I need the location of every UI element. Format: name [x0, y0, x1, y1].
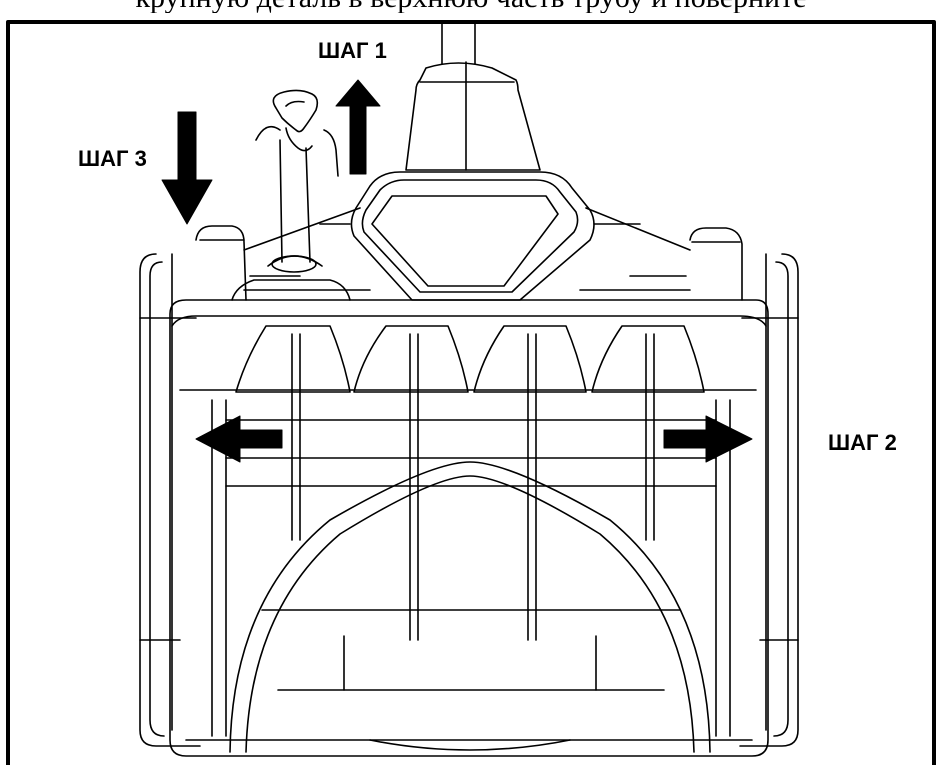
step1-label: ШАГ 1	[318, 38, 387, 63]
step1-arrow-up-icon	[335, 79, 381, 175]
top-hood	[405, 61, 541, 171]
chute-guard	[350, 171, 595, 301]
left-side-panel	[139, 253, 201, 747]
step2-arrow-right-icon	[663, 415, 753, 463]
inner-arch	[229, 461, 711, 753]
step2-arrow-left-icon	[195, 415, 283, 463]
rear-housing	[195, 207, 743, 301]
chute-lever	[231, 89, 351, 301]
right-side-panel	[739, 253, 799, 747]
cropped-header-text: крупную деталь в верхнюю часть трубу и п…	[0, 0, 942, 13]
auger-paddles	[235, 325, 705, 641]
auger-housing	[169, 299, 769, 757]
figure-frame	[6, 20, 936, 765]
step3-arrow-down-icon	[161, 111, 213, 225]
step2-label: ШАГ 2	[828, 430, 897, 455]
handle-pole	[441, 21, 476, 65]
step3-label: ШАГ 3	[78, 146, 147, 171]
